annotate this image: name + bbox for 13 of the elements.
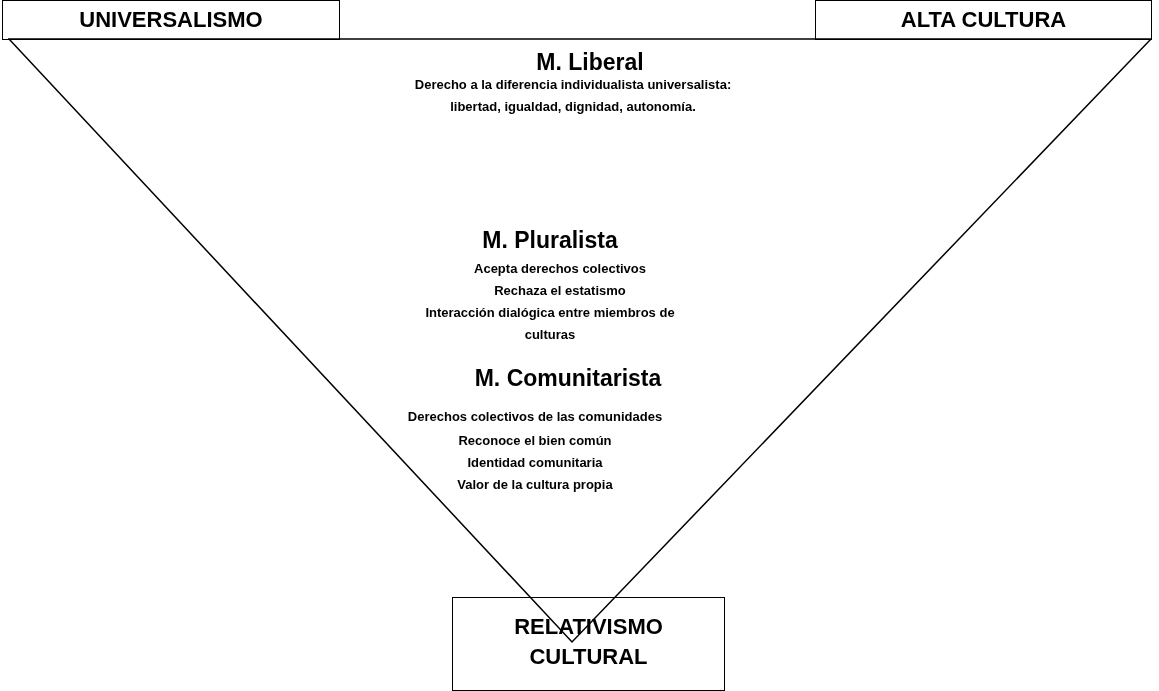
model-heading: M. Liberal bbox=[535, 48, 645, 76]
model-description: Rechaza el estatismo bbox=[493, 282, 627, 300]
model-description: Identidad comunitaria bbox=[466, 454, 604, 472]
model-description: Reconoce el bien común bbox=[457, 432, 613, 450]
model-description: Derechos colectivos de las comunidades bbox=[406, 408, 664, 426]
corner-box: ALTA CULTURA bbox=[815, 0, 1152, 40]
model-description: Derecho a la diferencia individualista universalista: libertad, igualdad, dignidad, autonomía. bbox=[413, 76, 733, 116]
model-description: Interacción dialógica entre miembros de culturas bbox=[424, 304, 676, 344]
model-heading: M. Comunitarista bbox=[473, 364, 663, 392]
model-heading: M. Pluralista bbox=[481, 226, 619, 254]
model-description: Acepta derechos colectivos bbox=[473, 260, 647, 278]
corner-box: UNIVERSALISMO bbox=[2, 0, 340, 40]
model-description: Valor de la cultura propia bbox=[456, 476, 614, 494]
